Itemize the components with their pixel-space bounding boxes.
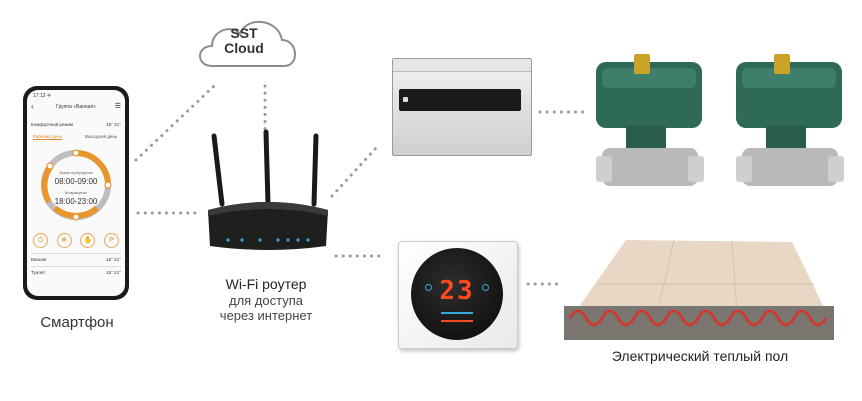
controller-button-icon (403, 97, 408, 102)
divider (31, 266, 121, 267)
cloud-icon (199, 20, 296, 67)
schedule-dial (41, 149, 112, 221)
smartphone: 17:12 ✈ ‹ Группа «Ванная» ☰ Комфортный р… (23, 86, 129, 300)
router-sublabel: для доступа через интернет (186, 293, 346, 323)
tab-work-day: Рабочий день (33, 134, 62, 140)
menu-icon: ☰ (114, 103, 121, 110)
router-controller-link (330, 146, 378, 198)
phone-mode-buttons: ⏻ ❄ ✋ P (33, 233, 119, 248)
router-sublabel-line2: через интернет (219, 308, 313, 323)
thermostat-indicator (441, 312, 473, 314)
controller-display (399, 89, 521, 111)
phone-mode-temps: 15° 21° (106, 122, 121, 127)
router-sublabel-line1: для доступа (228, 293, 303, 308)
thermostat-temperature: 23 (439, 276, 475, 306)
room-temps: 15° 21° (106, 257, 121, 262)
phone-mode-label: Комфортный режим (31, 122, 73, 127)
phone-group-title: Группа «Ванная» (56, 104, 96, 110)
controller-lid (393, 59, 531, 72)
phone-status-time: 17:12 ✈ (33, 93, 52, 99)
phone-screen: 17:12 ✈ ‹ Группа «Ванная» ☰ Комфортный р… (27, 90, 125, 296)
hand-icon: ✋ (80, 233, 96, 248)
cloud-label-line1: SST (230, 25, 258, 41)
wifi-router-icon (208, 129, 328, 250)
parking-icon: P (103, 233, 119, 248)
room-name: Туалет (31, 270, 46, 275)
leak-controller-box (392, 58, 532, 156)
cloud-label-line2: Cloud (224, 40, 264, 56)
power-icon (482, 284, 489, 291)
smartphone-label: Смартфон (40, 314, 114, 331)
router-label: Wi-Fi роутер (225, 276, 307, 292)
wake-label: Время пробуждения (59, 171, 93, 175)
water-valve-icon (736, 54, 844, 186)
return-time: 18:00-23:00 (54, 197, 98, 206)
room-name: Ванная (31, 257, 47, 262)
heated-floor-illustration (564, 239, 834, 340)
tab-weekend: Выходной день (85, 134, 118, 139)
divider (31, 253, 121, 254)
floor-label: Электрический теплый пол (611, 348, 789, 364)
power-icon: ⏻ (33, 233, 48, 248)
snowflake-icon: ❄ (56, 233, 72, 248)
thermostat: 23 (398, 241, 518, 349)
back-icon: ‹ (31, 102, 34, 111)
room-temps: 15° 21° (106, 270, 121, 275)
wake-time: 08:00-09:00 (54, 177, 98, 186)
mode-icon (425, 284, 432, 291)
return-label: Возвращение (64, 191, 88, 195)
cloud-label: SST Cloud (214, 26, 274, 56)
thermostat-heating-indicator (441, 320, 473, 322)
thermostat-display: 23 (411, 248, 503, 340)
water-valve-icon (596, 54, 704, 186)
